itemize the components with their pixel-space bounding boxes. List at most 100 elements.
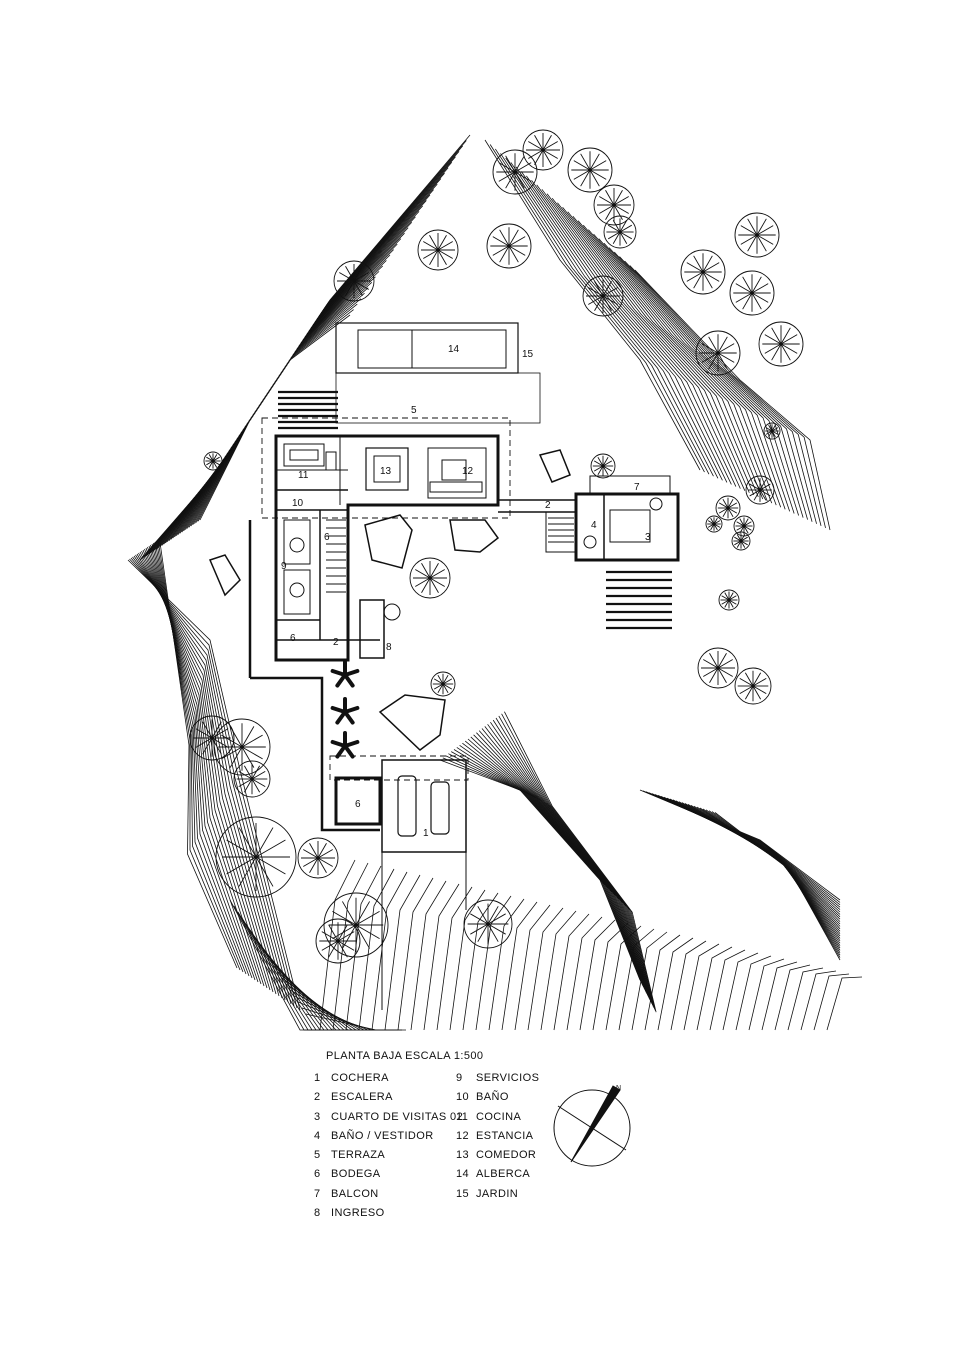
contour-line <box>531 180 741 489</box>
contour-line <box>527 907 564 1031</box>
rock-icon <box>364 514 413 569</box>
palms <box>330 660 360 759</box>
contour-line <box>540 910 577 1031</box>
palm-icon <box>330 660 360 688</box>
contour-line <box>526 175 737 487</box>
contour-line <box>445 755 642 983</box>
label-cochera: 1 <box>423 828 429 839</box>
tree-icon <box>603 215 637 249</box>
contour-line <box>577 220 782 508</box>
contour-line <box>484 139 701 471</box>
contour-line <box>702 808 841 951</box>
contour-line <box>605 925 642 1031</box>
tree-icon <box>233 760 271 798</box>
contour-line <box>492 719 654 1007</box>
tree-icon <box>323 892 389 958</box>
tree-icon <box>729 270 775 316</box>
label-balcon: 7 <box>634 482 640 493</box>
contour-line <box>515 166 728 483</box>
contour-line <box>129 558 298 1009</box>
building-walls <box>248 322 680 1010</box>
contour-line <box>598 238 800 516</box>
contour-line <box>319 859 356 1031</box>
contour-line <box>696 946 733 1031</box>
tree-icon <box>745 475 775 505</box>
contour-line <box>453 749 644 988</box>
tree-icon <box>189 715 235 761</box>
contour-line <box>473 734 649 997</box>
label-alberca: 14 <box>448 344 460 355</box>
contour-line <box>696 806 841 946</box>
contour-line <box>501 901 538 1031</box>
tree-icon <box>297 837 339 879</box>
contour-line <box>546 193 755 495</box>
legend-title: PLANTA BAJA ESCALA 1:500 <box>326 1050 484 1062</box>
label-estancia: 12 <box>462 466 474 477</box>
label-bodega-servicio: 6 <box>324 532 330 543</box>
contour-line <box>514 904 551 1031</box>
contour-line <box>141 550 274 993</box>
contour-line <box>462 892 499 1031</box>
contour-line <box>146 292 365 556</box>
label-bodega-cochera: 6 <box>355 799 361 810</box>
tree-icon <box>203 451 223 471</box>
label-comedor: 13 <box>380 466 392 477</box>
tree-icon <box>213 718 271 776</box>
contour-line <box>133 555 289 1003</box>
terrace-outline <box>261 417 511 519</box>
contour-line <box>693 805 841 944</box>
rock-icon <box>538 449 571 483</box>
contour-line <box>462 742 646 992</box>
contour-line <box>332 862 369 1031</box>
contour-line <box>397 877 434 1031</box>
tree-icon <box>695 330 741 376</box>
balcon-outline <box>589 475 671 495</box>
pergola-guest <box>606 570 672 630</box>
contour-line <box>592 922 629 1031</box>
contour-line <box>464 740 647 993</box>
contour-line <box>145 547 265 987</box>
contour-line <box>614 251 813 522</box>
contour-line <box>520 171 732 485</box>
contour-line <box>566 916 603 1031</box>
contour-line <box>579 919 616 1031</box>
contour-line <box>501 713 656 1011</box>
contour-line <box>748 958 785 1031</box>
trees <box>189 129 804 964</box>
contour-line <box>826 976 863 1031</box>
tree-icon <box>680 249 726 295</box>
tree-icon <box>731 531 751 551</box>
contour-line <box>498 715 656 1010</box>
contour-line <box>761 961 798 1031</box>
contour-line <box>735 955 772 1031</box>
contour-line <box>567 211 773 504</box>
contour-line <box>436 886 473 1031</box>
north-label: N <box>616 1085 621 1092</box>
contour-line <box>510 162 723 481</box>
tree-icon <box>567 147 613 193</box>
tree-icon <box>733 515 755 537</box>
tree-icon <box>763 422 781 440</box>
contour-line <box>470 736 649 996</box>
label-jardin: 15 <box>522 349 534 360</box>
contour-line <box>648 792 841 908</box>
contour-line <box>139 551 277 995</box>
tree-icon <box>417 229 459 271</box>
tree-icon <box>590 453 616 479</box>
tree-icon <box>705 515 723 533</box>
pergola <box>278 390 338 430</box>
contour-line <box>488 898 525 1031</box>
label-bodega-servicio-low: 6 <box>290 633 296 644</box>
rock-icon <box>449 519 500 553</box>
rock-icon <box>208 554 241 597</box>
tree-icon <box>697 647 739 689</box>
label-escalera-visitas: 2 <box>545 500 551 511</box>
tree-icon <box>486 223 532 269</box>
contour-line <box>800 970 837 1031</box>
